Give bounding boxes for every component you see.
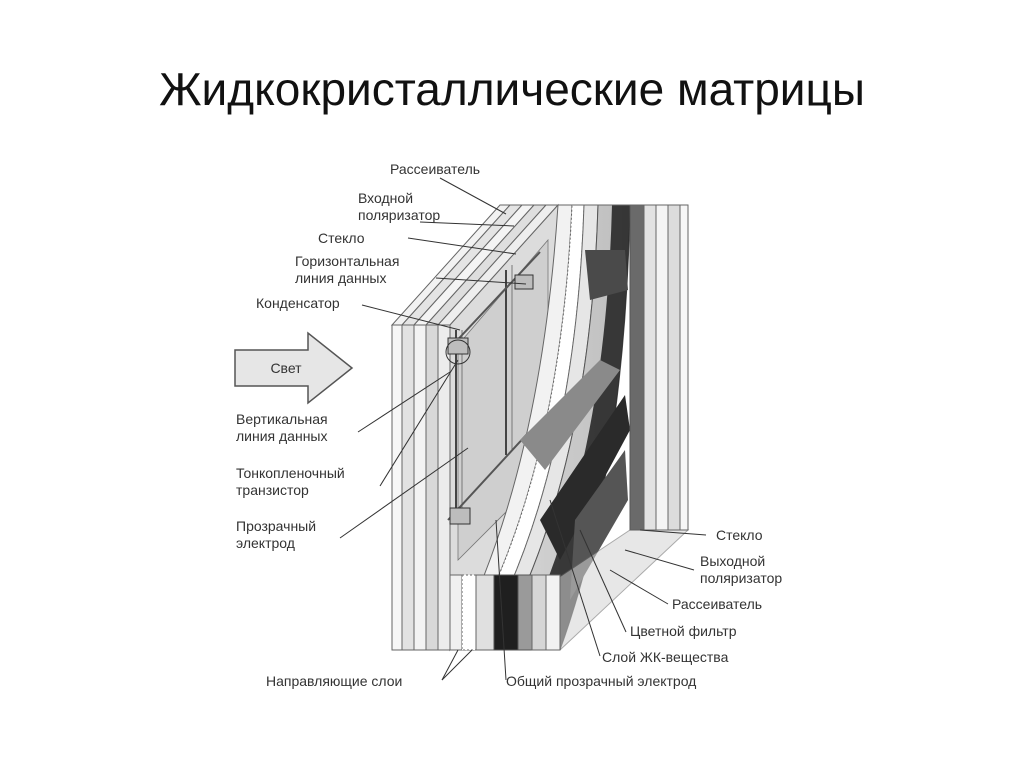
light-arrow-label: Свет xyxy=(270,360,302,376)
label-tft-line1: Тонкопленочный xyxy=(236,465,345,481)
label-guide-layers: Направляющие слои xyxy=(266,673,402,689)
label-glass-top: Стекло xyxy=(318,230,365,246)
label-input-polarizer-line2: поляризатор xyxy=(358,207,440,223)
label-lc-layer: Слой ЖК-вещества xyxy=(602,649,729,665)
label-glass-right: Стекло xyxy=(716,527,763,543)
label-vertical-line-line2: линия данных xyxy=(236,428,328,444)
label-vertical-line-line1: Вертикальная xyxy=(236,411,328,427)
label-output-polarizer-line2: поляризатор xyxy=(700,570,782,586)
label-common-electrode: Общий прозрачный электрод xyxy=(506,673,696,689)
layer-stack xyxy=(390,203,690,652)
leader-lines xyxy=(339,177,707,681)
diagram-labels: Рассеиватель Входной поляризатор Стекло … xyxy=(236,161,782,689)
label-horizontal-line-line1: Горизонтальная xyxy=(295,253,399,269)
label-capacitor: Конденсатор xyxy=(256,295,340,311)
label-horizontal-line-line2: линия данных xyxy=(295,270,387,286)
label-transparent-electrode-line1: Прозрачный xyxy=(236,518,316,534)
label-tft-line2: транзистор xyxy=(236,482,309,498)
label-transparent-electrode-line2: электрод xyxy=(236,535,295,551)
label-diffuser-top: Рассеиватель xyxy=(390,161,480,177)
label-input-polarizer-line1: Входной xyxy=(358,190,413,206)
label-diffuser-right: Рассеиватель xyxy=(672,596,762,612)
label-color-filter: Цветной фильтр xyxy=(630,623,737,639)
label-output-polarizer-line1: Выходной xyxy=(700,553,765,569)
page-title: Жидкокристаллические матрицы xyxy=(159,63,865,115)
light-arrow: Свет xyxy=(234,331,354,405)
